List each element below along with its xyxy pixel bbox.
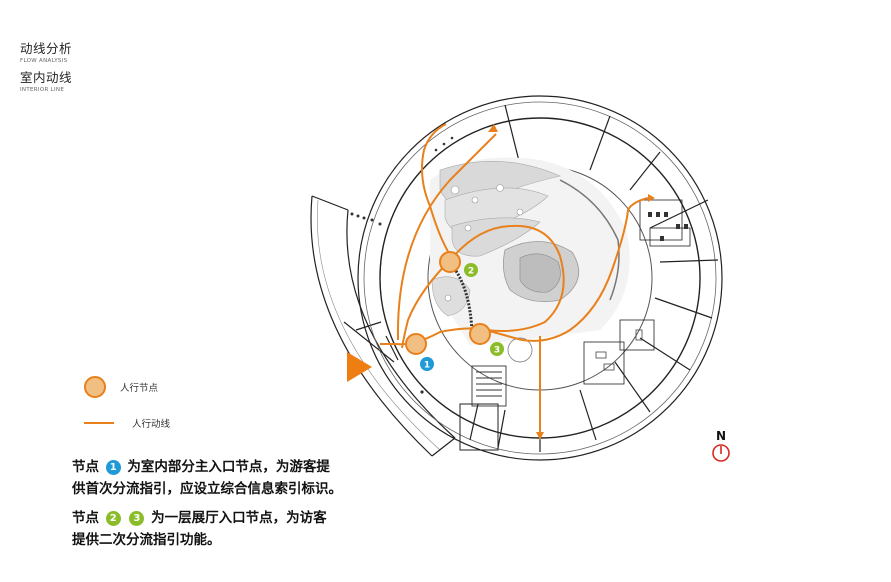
badge-1: 1 bbox=[105, 460, 121, 475]
line-swatch-icon bbox=[84, 422, 114, 424]
page-title-en: FLOW ANALYSIS bbox=[20, 58, 68, 64]
route-lines bbox=[380, 123, 649, 434]
curved-bench bbox=[452, 267, 474, 333]
note-node-1: 节点 1 为室内部分主入口节点，为游客提 供首次分流指引，应设立综合信息索引标识… bbox=[72, 456, 342, 500]
atrium bbox=[430, 157, 630, 345]
badge-2: 2 bbox=[105, 511, 121, 526]
legend-node-label: 人行节点 bbox=[120, 383, 159, 394]
stair-core bbox=[471, 337, 533, 407]
note-text: 供首次分流指引，应设立综合信息索引标识。 bbox=[72, 481, 342, 497]
header-block: 动线分析 FLOW ANALYSIS bbox=[20, 38, 72, 64]
legend-line-label: 人行动线 bbox=[132, 419, 171, 430]
node-marker bbox=[439, 251, 461, 273]
page-title: 动线分析 bbox=[20, 41, 73, 56]
entrance-arrow-icon bbox=[347, 352, 372, 382]
note-node-2-3: 节点 2 3 为一层展厅入口节点，为访客 提供二次分流指引功能。 bbox=[72, 507, 327, 551]
note-text: 为一层展厅入口节点，为访客 bbox=[151, 510, 327, 526]
legend-line: 人行动线 bbox=[84, 416, 170, 430]
note-text: 提供二次分流指引功能。 bbox=[72, 532, 221, 548]
compass-label: N bbox=[715, 429, 727, 443]
west-wing bbox=[310, 195, 456, 457]
page-subtitle: 室内动线 bbox=[20, 70, 73, 85]
page-subtitle-en: INTERIOR LINE bbox=[20, 87, 65, 93]
route-arrows bbox=[488, 124, 655, 440]
node-markers bbox=[405, 251, 491, 355]
node-swatch-icon bbox=[84, 376, 106, 398]
node-badges: 1 2 3 bbox=[420, 263, 504, 371]
node-badge-2: 2 bbox=[468, 267, 474, 277]
subheader-block: 室内动线 INTERIOR LINE bbox=[20, 67, 72, 93]
restroom-fixtures bbox=[595, 212, 688, 371]
badge-3: 3 bbox=[129, 511, 145, 526]
node-badge-3: 3 bbox=[494, 346, 500, 356]
node-marker bbox=[405, 333, 427, 355]
node-badge-1: 1 bbox=[424, 361, 430, 371]
note-prefix: 节点 bbox=[72, 459, 99, 475]
note-prefix: 节点 bbox=[72, 510, 99, 526]
note-text: 为室内部分主入口节点，为游客提 bbox=[127, 459, 330, 475]
legend-node: 人行节点 bbox=[84, 376, 158, 398]
compass: N bbox=[709, 429, 733, 467]
node-marker bbox=[469, 323, 491, 345]
compass-icon bbox=[712, 444, 730, 462]
building-outline bbox=[357, 95, 723, 461]
column-dots bbox=[350, 136, 454, 394]
